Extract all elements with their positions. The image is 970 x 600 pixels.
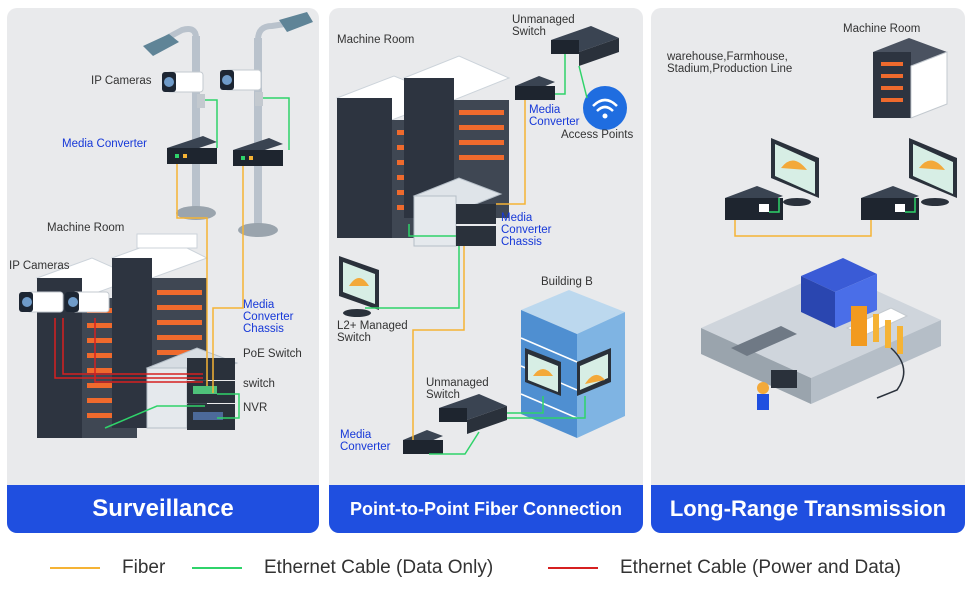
ip-camera-icon: [220, 69, 263, 106]
ip-camera-icon: [19, 291, 64, 313]
machine-room-label: Machine Room: [337, 34, 415, 46]
media-converter-chassis-icon: [412, 177, 503, 247]
unmanaged-switch-bottom-label: Unmanaged Switch: [426, 377, 489, 401]
media-converter-label: Media Converter: [62, 138, 148, 150]
media-converter-bottom-label: Media Converter: [340, 429, 391, 453]
media-converter-icon: [233, 138, 283, 166]
media-converter-top-label: Media Converter: [529, 104, 580, 128]
unmanaged-switch-icon: [439, 394, 507, 434]
wifi-access-point-icon: [583, 86, 627, 130]
ip-camera-icon: [162, 71, 205, 108]
poe-switch-label: PoE Switch: [243, 348, 302, 360]
surveillance-panel: IP Cameras Media Converter Machine Room …: [7, 8, 319, 533]
nvr-label: NVR: [243, 402, 268, 414]
point-to-point-panel: Machine Room Unmanaged Switch Media Conv…: [329, 8, 643, 533]
legend-ethernet-data: Ethernet Cable (Data Only): [192, 555, 493, 581]
media-converter-chassis-label: Media Converter Chassis: [501, 212, 552, 248]
media-converter-icon: [725, 186, 783, 220]
legend-fiber-label: Fiber: [122, 557, 166, 578]
factory-icon: [701, 258, 941, 410]
media-converter-icon: [515, 76, 555, 100]
ip-camera-icon: [65, 291, 110, 313]
media-converter-icon: [403, 430, 443, 454]
server-rack-icon: [873, 38, 948, 119]
access-points-label: Access Points: [561, 129, 634, 141]
lamp-pole-icon: [143, 26, 216, 220]
monitor-icon: [909, 138, 957, 206]
legend-fiber: Fiber: [50, 555, 165, 581]
unmanaged-switch-top-label: Unmanaged Switch: [512, 14, 575, 38]
surveillance-banner: Surveillance: [7, 485, 319, 533]
legend-ethernet-poe: Ethernet Cable (Power and Data): [548, 555, 901, 581]
lamp-pole-icon: [238, 12, 313, 237]
machine-room-label: Machine Room: [843, 23, 921, 35]
media-converter-icon: [167, 136, 217, 164]
long-range-panel: warehouse,Farmhouse, Stadium,Production …: [651, 8, 965, 533]
media-converter-chassis-label: Media Converter Chassis: [243, 299, 294, 335]
unmanaged-switch-icon: [551, 26, 619, 66]
ethernet-poe-swatch: [548, 567, 598, 569]
media-converter-icon: [861, 186, 919, 220]
switch-label: switch: [243, 378, 275, 390]
ip-cameras-top-label: IP Cameras: [91, 75, 152, 87]
machine-room-label: Machine Room: [47, 222, 125, 234]
point-to-point-illustration: [335, 26, 627, 455]
surveillance-illustration: [19, 12, 313, 438]
point-to-point-banner: Point-to-Point Fiber Connection: [329, 485, 643, 533]
ip-cameras-left-label: IP Cameras: [9, 260, 70, 272]
l2-managed-switch-label: L2+ Managed Switch: [337, 320, 408, 344]
legend-ethernet-data-label: Ethernet Cable (Data Only): [264, 557, 494, 578]
sites-label: warehouse,Farmhouse, Stadium,Production …: [667, 51, 793, 75]
monitor-icon: [525, 348, 561, 396]
fiber-swatch: [50, 567, 100, 569]
long-range-illustration: [701, 38, 957, 410]
long-range-banner: Long-Range Transmission: [651, 485, 965, 533]
legend-ethernet-poe-label: Ethernet Cable (Power and Data): [620, 557, 901, 578]
monitor-icon: [577, 348, 611, 396]
building-b-label: Building B: [541, 276, 593, 288]
monitor-icon: [339, 256, 379, 317]
monitor-icon: [771, 138, 819, 206]
ethernet-data-swatch: [192, 567, 242, 569]
